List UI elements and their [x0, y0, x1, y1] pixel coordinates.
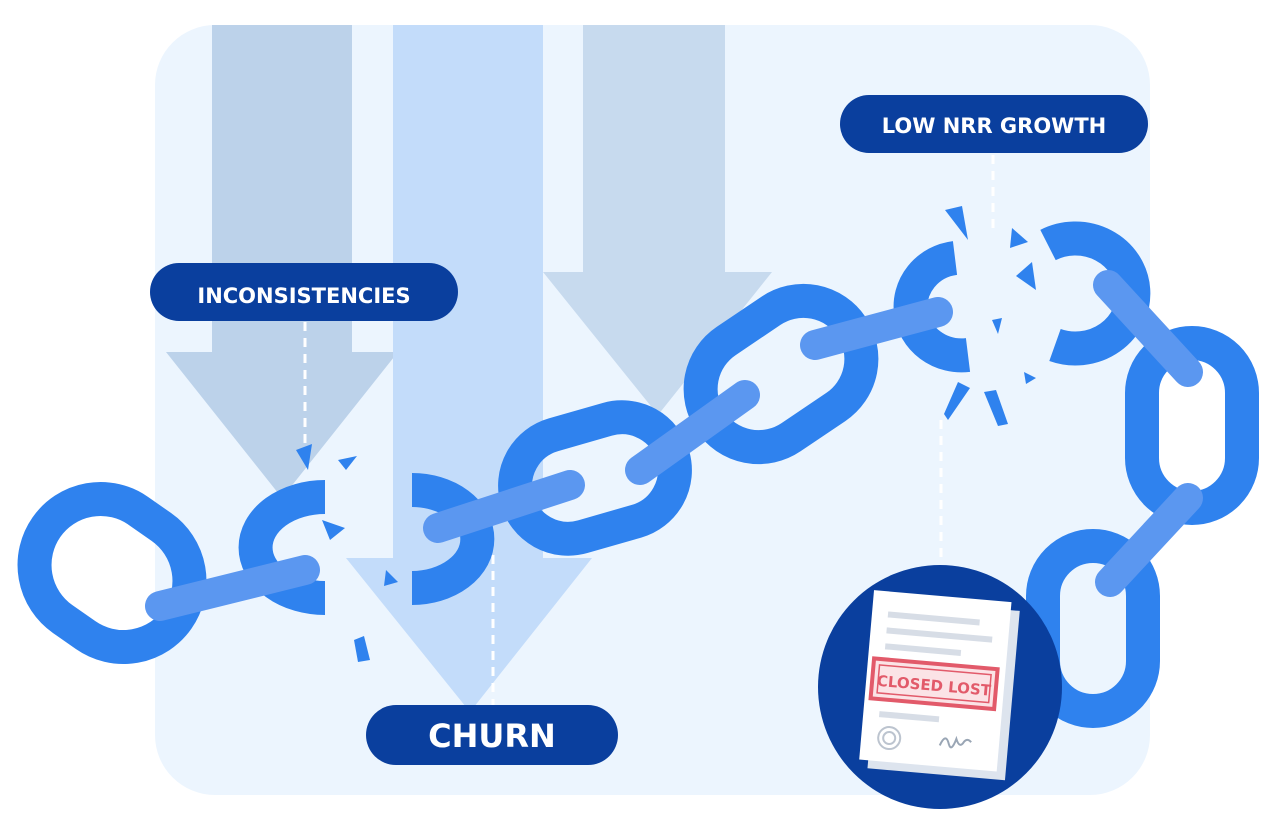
chain-link-2-broken [238, 480, 326, 615]
chain-bar-5 [1093, 270, 1203, 387]
fragment [992, 318, 1002, 334]
chain-bar-2 [423, 470, 585, 543]
break-fragments [296, 206, 1036, 662]
chain-link-3-broken [411, 473, 495, 605]
signature-icon [938, 735, 972, 749]
low-nrr-growth-text: LOW NRR GROWTH [882, 114, 1107, 138]
pill-low-nrr-growth [840, 95, 1148, 153]
chain-link-7-broken [1040, 221, 1151, 366]
fragment [296, 444, 312, 470]
stamp-border [868, 656, 1000, 712]
seal-icon [877, 726, 902, 751]
inconsistencies-text: INCONSISTENCIES [197, 284, 410, 308]
chain-link-1 [17, 481, 207, 665]
fragment [984, 390, 1008, 426]
fragment [322, 520, 345, 540]
label-low-nrr-growth: LOW NRR GROWTH [840, 95, 1148, 153]
down-arrow-left [166, 25, 398, 498]
document-text-lines [878, 611, 993, 723]
fragment [945, 206, 968, 240]
fragment [1024, 372, 1036, 384]
fragment [354, 636, 370, 662]
fragment [338, 456, 357, 470]
chain-bar-6 [1095, 483, 1203, 597]
churn-text: CHURN [428, 717, 556, 755]
closed-lost-badge: CLOSED LOST [818, 565, 1062, 809]
dashed-connectors [303, 155, 995, 705]
pill-inconsistencies [150, 263, 458, 321]
closed-lost-stamp: CLOSED LOST [868, 656, 1000, 712]
chain-bar-1 [145, 555, 320, 621]
fragment [1016, 262, 1036, 290]
fragment [944, 382, 970, 420]
chain-bars [145, 270, 1203, 621]
document-stack: CLOSED LOST [859, 590, 1020, 781]
chain-bar-4 [800, 297, 953, 360]
down-arrow-right [543, 25, 772, 415]
fragment [1010, 228, 1028, 248]
chain-bar-3 [625, 380, 760, 485]
label-churn: CHURN [366, 705, 618, 765]
fragment [384, 570, 398, 586]
label-inconsistencies: INCONSISTENCIES [150, 263, 458, 321]
pill-churn [366, 705, 618, 765]
